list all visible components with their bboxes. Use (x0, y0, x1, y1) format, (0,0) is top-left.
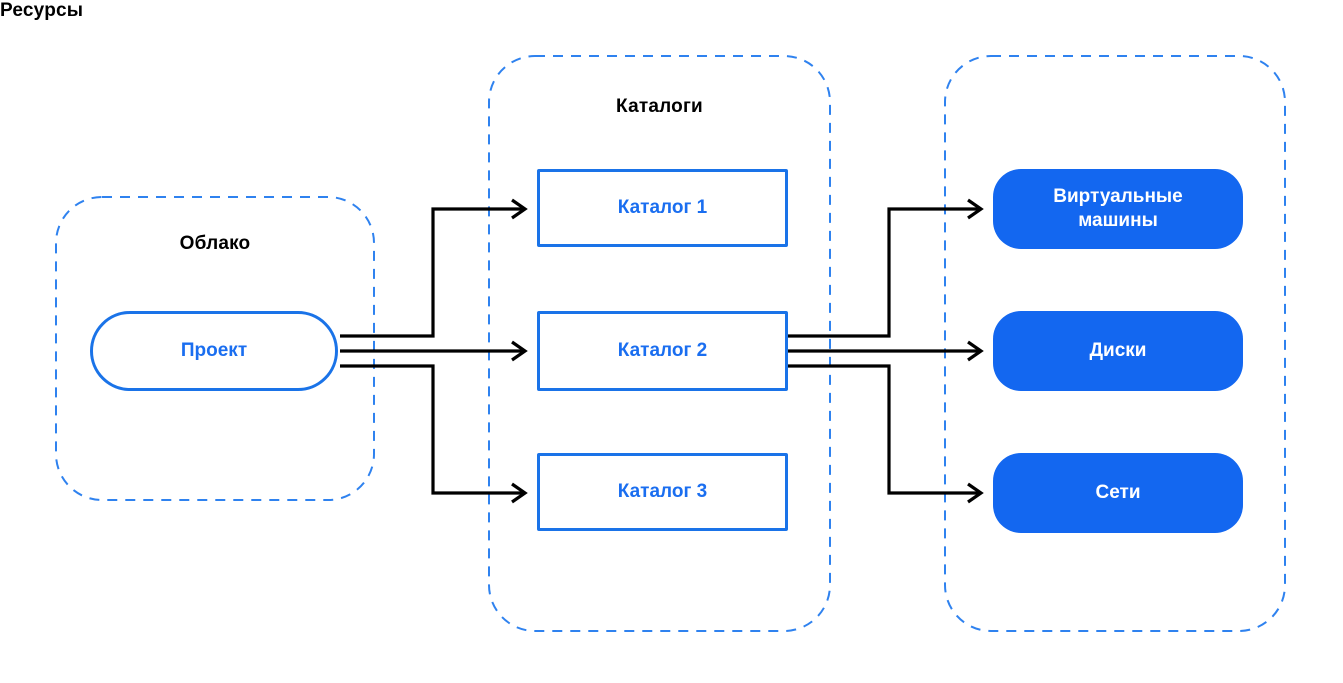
group-title-resources: Ресурсы (0, 0, 84, 21)
edge-project-to-folder-1 (340, 207, 524, 338)
arrowhead-project-to-folder-3 (511, 482, 528, 504)
node-resource-vm-label-line-1: Виртуальные (1053, 186, 1183, 208)
group-container-folders (488, 55, 831, 632)
node-resource-vm-label: Виртуальные машины (1053, 185, 1182, 233)
node-folder-2[interactable]: Каталог 2 (537, 311, 788, 391)
group-title-folders: Каталоги (616, 96, 703, 117)
node-folder-3[interactable]: Каталог 3 (537, 453, 788, 531)
group-title-cloud: Облако (179, 233, 251, 254)
edge-folder-2-to-resource-networks (788, 364, 980, 495)
node-resource-vm-label-line-2: машины (1078, 210, 1158, 231)
arrowhead-project-to-folder-2 (511, 340, 528, 362)
arrowhead-project-to-folder-1 (511, 198, 528, 220)
arrowhead-folder-2-to-resource-disks (967, 340, 984, 362)
group-container-cloud (55, 196, 375, 501)
node-project[interactable]: Проект (90, 311, 338, 391)
group-container-resources (944, 55, 1286, 632)
edge-folder-2-to-resource-vm (788, 207, 980, 338)
node-resource-networks[interactable]: Сети (993, 453, 1243, 533)
node-folder-1[interactable]: Каталог 1 (537, 169, 788, 247)
node-resource-disks[interactable]: Диски (993, 311, 1243, 391)
node-resource-virtual-machines[interactable]: Виртуальные машины (993, 169, 1243, 249)
arrowhead-folder-2-to-resource-networks (967, 482, 984, 504)
arrowhead-folder-2-to-resource-vm (967, 198, 984, 220)
edge-project-to-folder-3 (340, 364, 524, 495)
